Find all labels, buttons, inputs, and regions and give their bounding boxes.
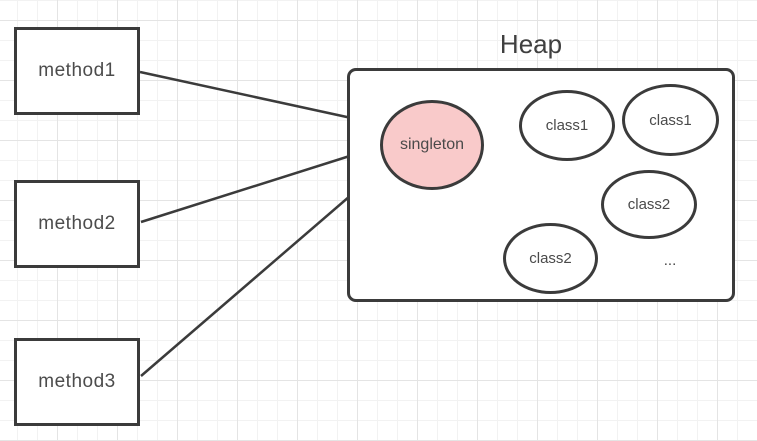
singleton-ellipse[interactable]: singleton	[380, 100, 484, 190]
class2-ellipse-1[interactable]: class2	[601, 170, 697, 239]
connector-method2-singleton[interactable]	[140, 146, 377, 224]
connector-method3-singleton[interactable]	[140, 169, 381, 377]
connector-method1-singleton[interactable]	[139, 70, 381, 127]
class1-label-2: class1	[649, 111, 692, 129]
class2-label-2: class2	[529, 250, 572, 267]
class2-label-1: class2	[627, 196, 671, 213]
method1-label: method1	[38, 60, 116, 81]
ellipsis-text: ...	[663, 252, 677, 269]
heap-title: Heap	[499, 29, 563, 59]
class1-ellipse-2[interactable]: class1	[622, 84, 719, 156]
method3-label: method3	[38, 371, 116, 392]
method1-box[interactable]: method1	[14, 27, 140, 115]
class1-ellipse-1[interactable]: class1	[519, 90, 615, 161]
method2-box[interactable]: method2	[14, 180, 140, 268]
method2-label: method2	[38, 213, 116, 234]
class1-label-1: class1	[545, 117, 589, 134]
class2-ellipse-2[interactable]: class2	[503, 223, 598, 294]
singleton-label: singleton	[399, 136, 465, 153]
method3-box[interactable]: method3	[14, 338, 140, 426]
